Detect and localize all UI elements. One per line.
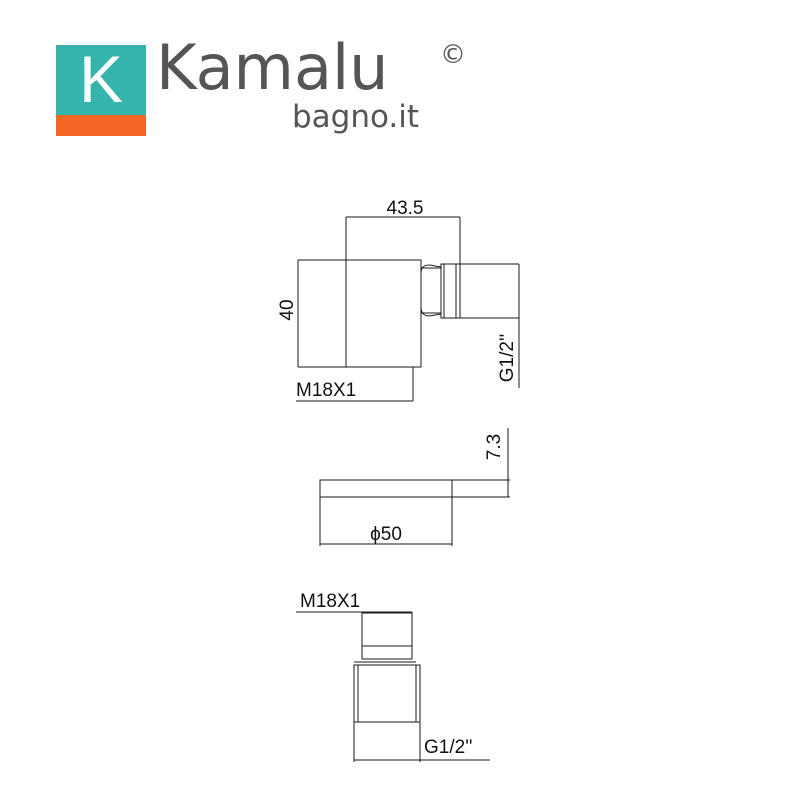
bottom-view-cap [361, 612, 413, 647]
dimension-diameter-label: ϕ50 [370, 524, 402, 545]
logo-teal-block [56, 45, 146, 115]
logo-subtitle: bagno.it [292, 99, 420, 135]
plate-body [319, 479, 453, 498]
side-view-outlet [440, 263, 461, 319]
side-view-neck-bottom [420, 304, 442, 317]
logo-k-letter: K [78, 42, 124, 116]
logo-divider [147, 45, 150, 136]
dimension-height-label: 40 [277, 299, 298, 320]
logo-copyright-symbol: © [440, 40, 466, 70]
logo-k-mark: K [56, 42, 146, 136]
logo-wordmark: Kamalu [156, 31, 389, 104]
dimension-pipe-label: G1/2'' [497, 334, 518, 382]
dimension-thickness-label: 7.3 [484, 434, 505, 460]
logo-orange-bar [56, 115, 146, 136]
bottom-thread-label: M18X1 [300, 591, 360, 612]
plate-view: 7.3 ϕ50 [319, 428, 510, 546]
side-view-body [345, 259, 422, 368]
bottom-view-thread-ring [361, 645, 413, 660]
brand-logo: K Kamalu © bagno.it [0, 0, 800, 150]
dimension-width-label: 43.5 [387, 198, 424, 219]
side-view-connector [421, 267, 442, 314]
side-view-neck-top [420, 264, 442, 276]
dimension-thread-label: M18X1 [296, 380, 356, 401]
bottom-pipe-label: G1/2'' [424, 737, 472, 758]
bottom-view-body [353, 664, 421, 723]
side-view: 43.5 40 M18X1 G1/2'' [277, 198, 520, 402]
bottom-view: G1/2'' M18X1 [296, 591, 490, 762]
